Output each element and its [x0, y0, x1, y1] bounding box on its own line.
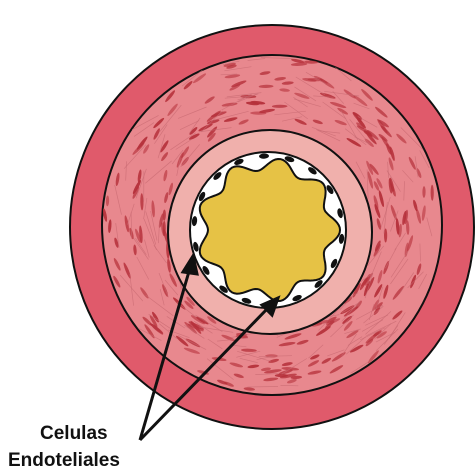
label-celulas: Celulas	[40, 423, 108, 445]
muscle-fiber	[248, 387, 279, 388]
label-endoteliales: Endoteliales	[8, 450, 120, 472]
